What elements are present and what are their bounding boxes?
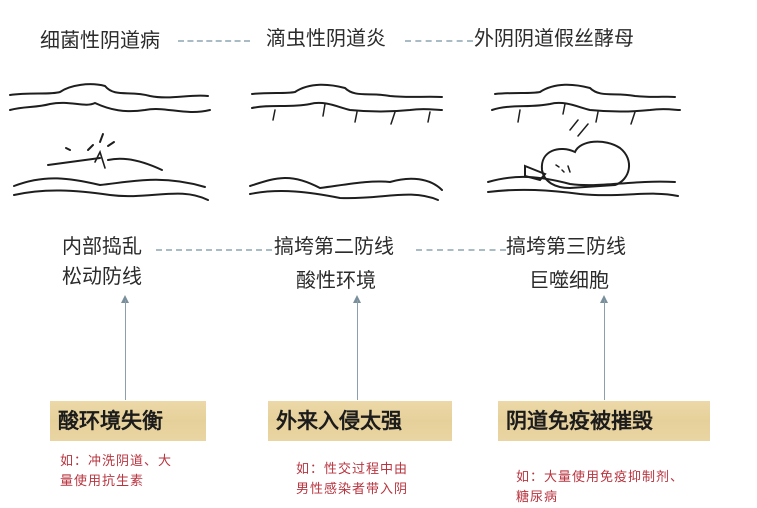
disease-title-trichomonas: 滴虫性阴道炎	[266, 26, 386, 50]
mechanism-3-line1: 搞垮第三防线	[506, 234, 626, 258]
intact-tissue-icon	[249, 83, 443, 201]
cause-3-example-line1: 如：大量使用免疫抑制剂、	[516, 470, 685, 485]
disease-title-bv: 细菌性阴道病	[40, 28, 160, 52]
cause-1-example-line1: 如：冲洗阴道、大	[60, 454, 173, 469]
cause-2-example-line1: 如：性交过程中由	[296, 462, 409, 477]
arrow-up-icon	[353, 295, 361, 303]
mechanism-3-line2: 巨噬细胞	[529, 268, 609, 292]
cause-box-external-invasion: 外来入侵太强	[268, 401, 452, 441]
dashed-connector	[416, 249, 506, 251]
arrow-line	[125, 300, 126, 400]
mechanism-2-line1: 搞垮第二防线	[274, 234, 394, 258]
cause-1-example-line2: 量使用抗生素	[60, 474, 145, 489]
dashed-connector	[405, 40, 473, 42]
cause-box-immunity-destroyed: 阴道免疫被摧毁	[498, 401, 710, 441]
disrupted-tissue-icon	[9, 83, 211, 201]
arrow-up-icon	[600, 295, 608, 303]
dashed-connector	[178, 40, 250, 42]
cause-box-acid-imbalance: 酸环境失衡	[50, 401, 206, 441]
arrow-up-icon	[121, 295, 129, 303]
cause-2-example-line2: 男性感染者带入阴	[296, 482, 409, 497]
mechanism-1-line1: 内部捣乱	[62, 234, 142, 258]
disease-title-candida: 外阴阴道假丝酵母	[474, 26, 634, 50]
mechanism-1-line2: 松动防线	[62, 264, 142, 288]
cause-3-example-line2: 糖尿病	[516, 490, 559, 505]
mechanism-2-line2: 酸性环境	[296, 268, 376, 292]
sleeping-macrophage-icon	[487, 83, 681, 197]
dashed-connector	[156, 249, 272, 251]
arrow-line	[357, 300, 358, 400]
arrow-line	[604, 300, 605, 400]
